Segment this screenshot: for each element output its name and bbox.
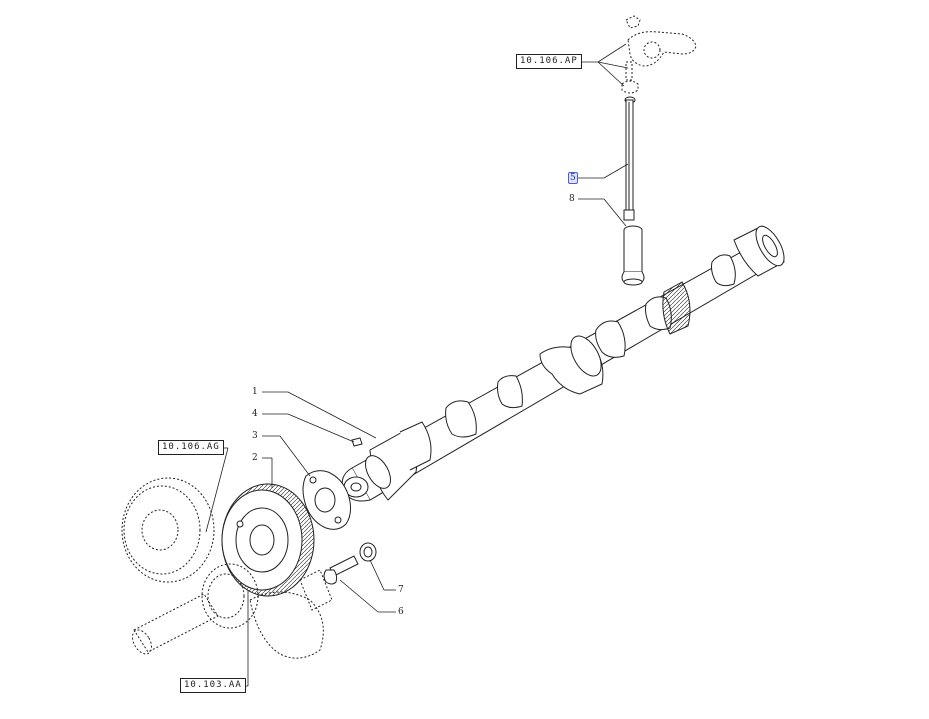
callout-4[interactable]: 4 — [252, 409, 258, 419]
washer — [360, 543, 376, 561]
callout-3[interactable]: 3 — [252, 431, 258, 441]
tappet — [622, 226, 644, 285]
thrust-plate — [303, 471, 351, 530]
crankshaft-reference — [129, 570, 332, 658]
callout-1[interactable]: 1 — [252, 387, 258, 397]
camshaft-gear — [222, 484, 314, 596]
bolt — [324, 556, 358, 584]
callout-2[interactable]: 2 — [252, 453, 258, 463]
reference-rocker-label[interactable]: 10.106.AP — [516, 54, 582, 69]
woodruff-key — [352, 438, 362, 446]
callout-8[interactable]: 8 — [569, 194, 575, 204]
callout-5[interactable]: 5 — [568, 172, 578, 184]
callout-7[interactable]: 7 — [398, 585, 404, 595]
push-rod — [624, 97, 635, 220]
callout-6[interactable]: 6 — [398, 607, 404, 617]
leader-lines — [206, 44, 628, 686]
reference-crankshaft-label[interactable]: 10.103.AA — [180, 678, 246, 693]
reference-gear-train-label[interactable]: 10.106.AG — [158, 440, 224, 455]
rocker-arm-assembly — [622, 16, 696, 93]
camshaft — [342, 222, 789, 501]
